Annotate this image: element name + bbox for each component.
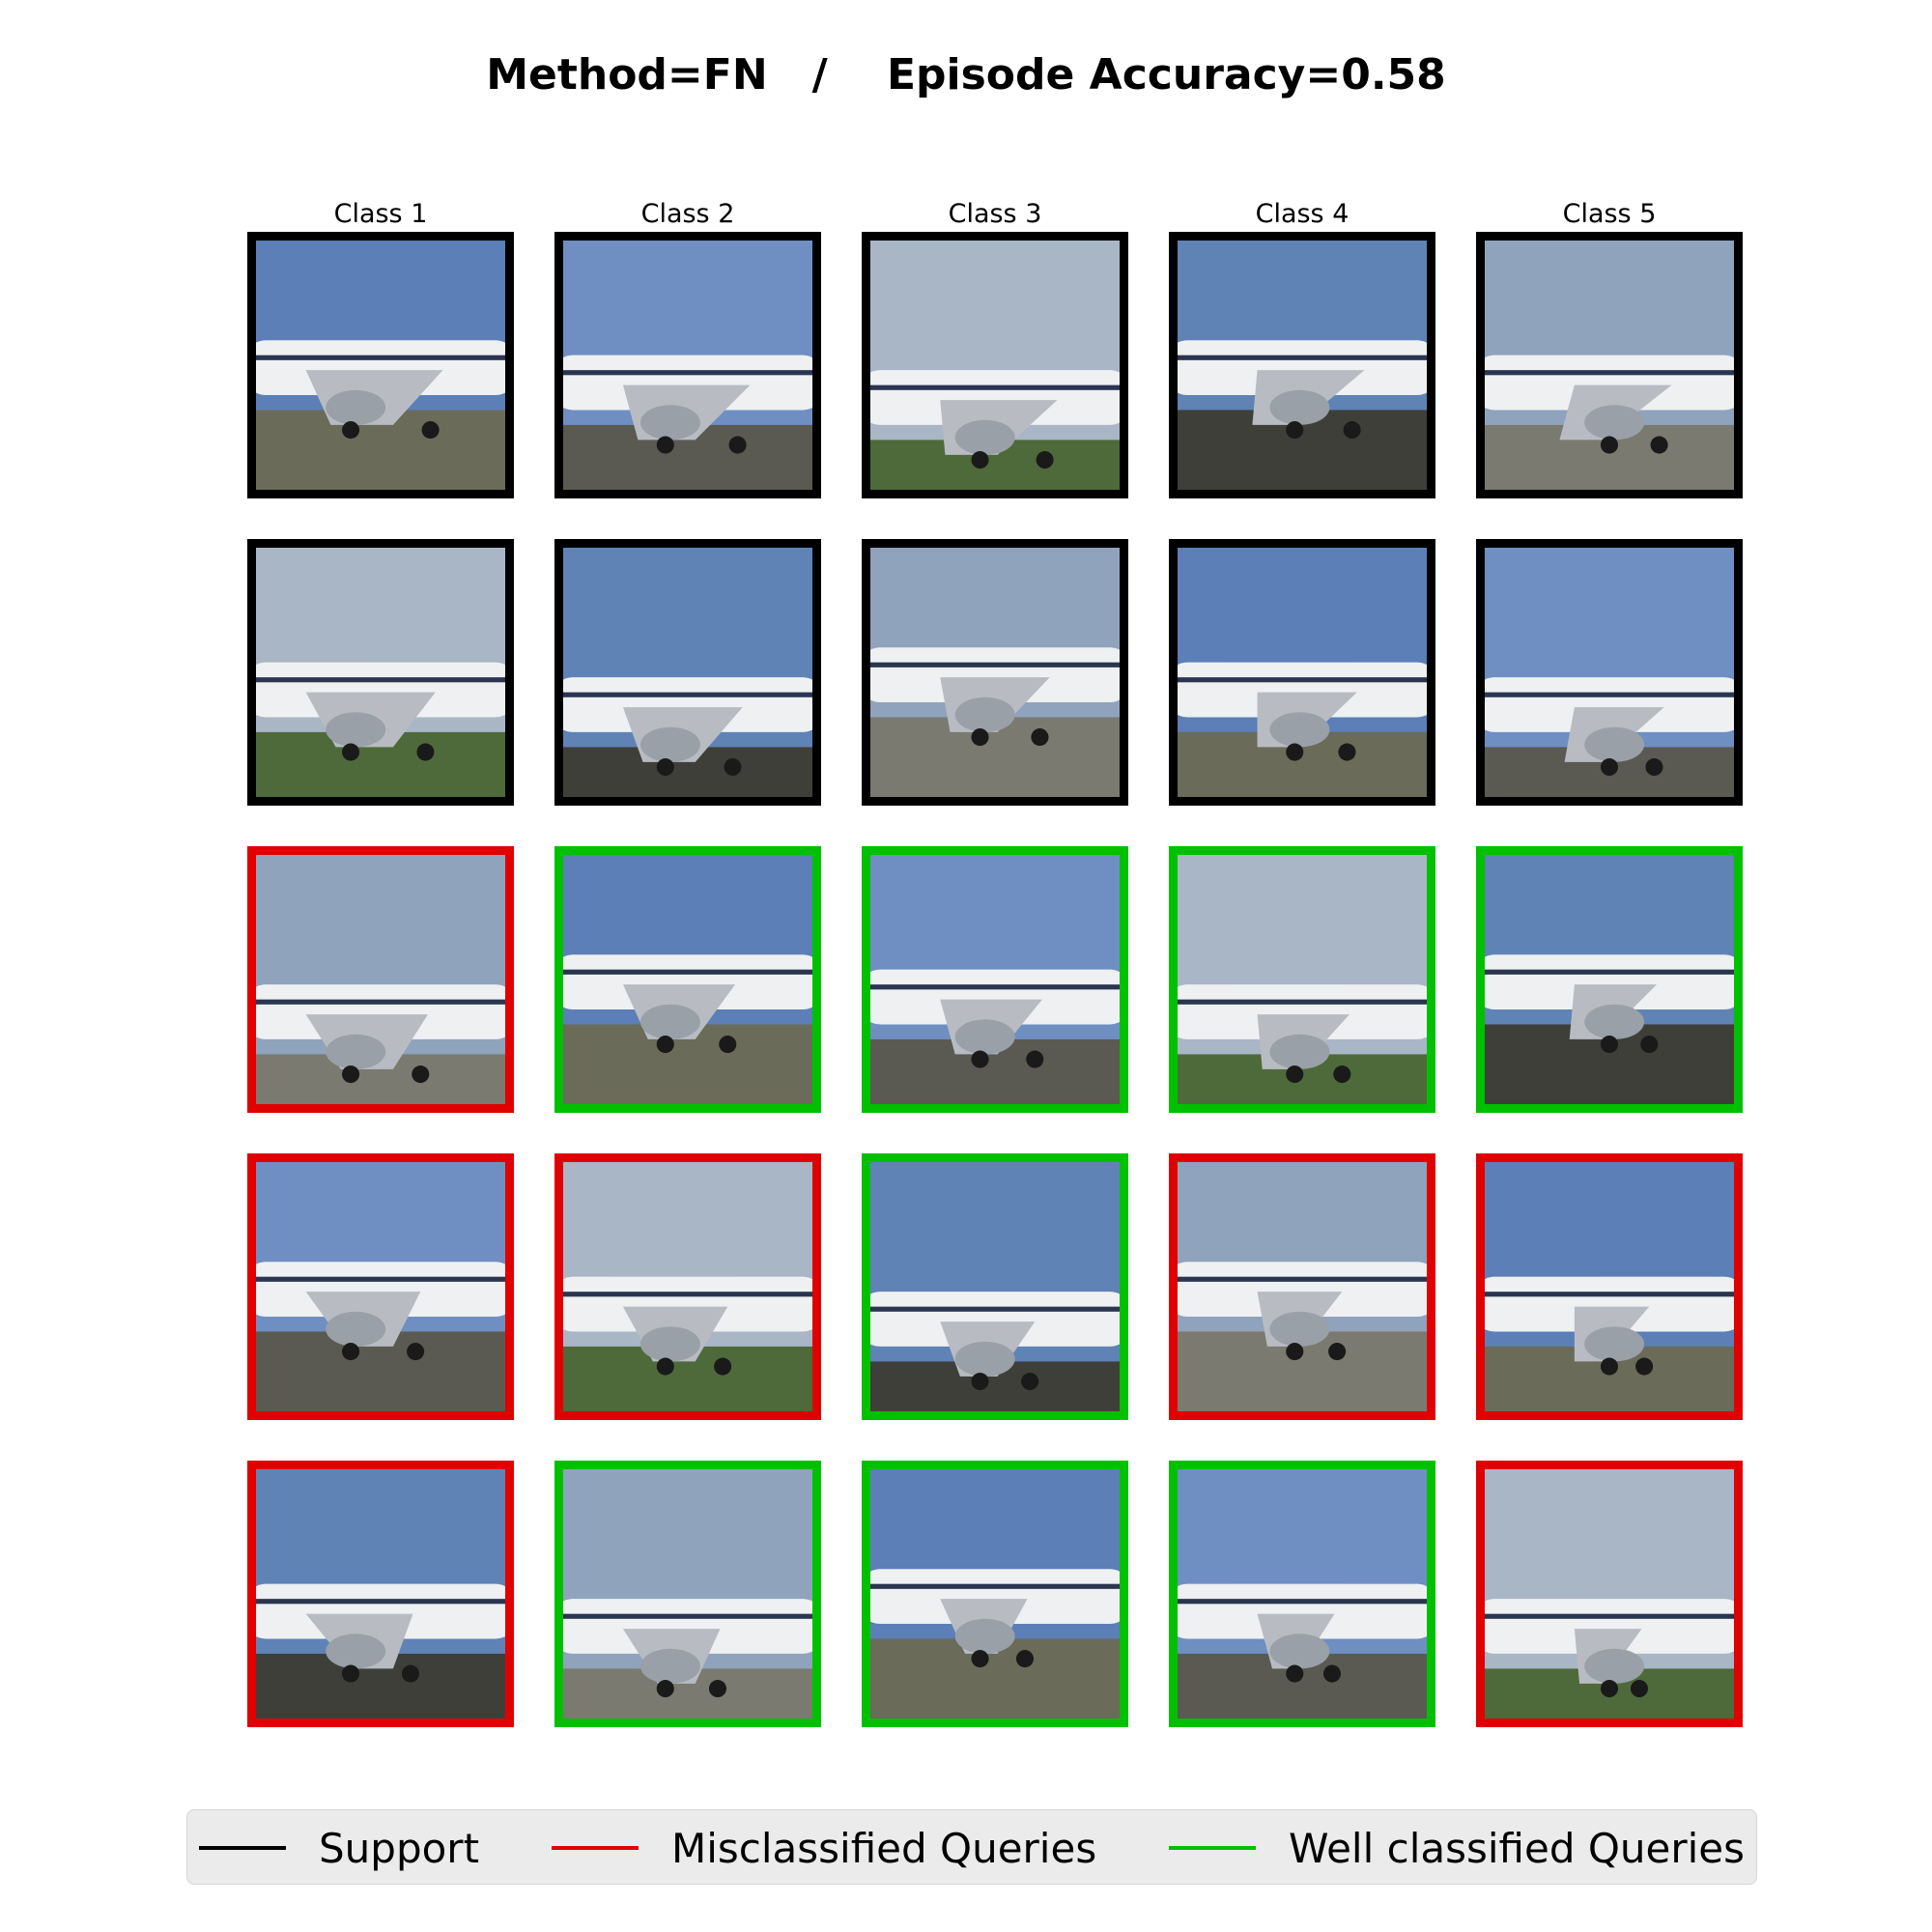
image-tile <box>862 539 1128 806</box>
aircraft-image <box>1178 1469 1427 1719</box>
image-tile <box>554 1461 821 1727</box>
image-tile <box>554 232 821 498</box>
image-tile <box>1169 1153 1435 1420</box>
image-tile <box>247 846 514 1113</box>
aircraft-image <box>1485 241 1734 490</box>
legend-item-support: Support <box>199 1810 479 1886</box>
image-tile <box>247 539 514 806</box>
aircraft-image <box>1178 548 1427 797</box>
aircraft-image <box>1178 1162 1427 1411</box>
image-tile <box>862 232 1128 498</box>
image-tile <box>1476 539 1743 806</box>
image-tile <box>554 846 821 1113</box>
image-tile <box>1169 1461 1435 1727</box>
aircraft-image <box>870 1162 1120 1411</box>
image-tile <box>554 1153 821 1420</box>
aircraft-image <box>563 548 812 797</box>
aircraft-image <box>1485 1162 1734 1411</box>
legend-label-misclassified: Misclassified Queries <box>671 1824 1097 1872</box>
aircraft-image <box>870 548 1120 797</box>
image-tile <box>247 1153 514 1420</box>
aircraft-image <box>256 1162 505 1411</box>
legend-label-support: Support <box>319 1824 480 1872</box>
image-tile <box>554 539 821 806</box>
aircraft-image <box>256 548 505 797</box>
image-tile <box>1169 232 1435 498</box>
image-tile <box>247 232 514 498</box>
legend-item-misclassified: Misclassified Queries <box>552 1810 1096 1886</box>
legend-label-well-classified: Well classified Queries <box>1289 1824 1746 1872</box>
class-label-4: Class 4 <box>1255 199 1350 229</box>
aircraft-image <box>1178 855 1427 1104</box>
class-label-1: Class 1 <box>333 199 428 229</box>
aircraft-image <box>256 241 505 490</box>
aircraft-image <box>1485 548 1734 797</box>
image-tile <box>1476 846 1743 1113</box>
class-label-5: Class 5 <box>1562 199 1657 229</box>
aircraft-image <box>1178 241 1427 490</box>
aircraft-image <box>563 241 812 490</box>
legend-swatch-well-classified <box>1169 1846 1256 1850</box>
image-tile <box>1476 1153 1743 1420</box>
class-label-3: Class 3 <box>948 199 1042 229</box>
image-tile <box>862 846 1128 1113</box>
aircraft-image <box>563 1162 812 1411</box>
aircraft-image <box>563 855 812 1104</box>
aircraft-image <box>870 855 1120 1104</box>
figure-title: Method=FN / Episode Accuracy=0.58 <box>486 50 1446 99</box>
legend: Support Misclassified Queries Well class… <box>186 1809 1757 1885</box>
aircraft-image <box>1485 855 1734 1104</box>
class-label-2: Class 2 <box>640 199 735 229</box>
image-tile <box>862 1461 1128 1727</box>
aircraft-image <box>256 855 505 1104</box>
aircraft-image <box>563 1469 812 1719</box>
aircraft-image <box>870 241 1120 490</box>
aircraft-image <box>256 1469 505 1719</box>
image-tile <box>862 1153 1128 1420</box>
image-tile <box>1169 539 1435 806</box>
aircraft-image <box>870 1469 1120 1719</box>
image-tile <box>1476 1461 1743 1727</box>
image-tile <box>1476 232 1743 498</box>
legend-swatch-misclassified <box>552 1846 639 1850</box>
aircraft-image <box>1485 1469 1734 1719</box>
image-tile <box>247 1461 514 1727</box>
legend-swatch-support <box>199 1846 286 1850</box>
legend-item-well-classified: Well classified Queries <box>1169 1810 1745 1886</box>
image-tile <box>1169 846 1435 1113</box>
